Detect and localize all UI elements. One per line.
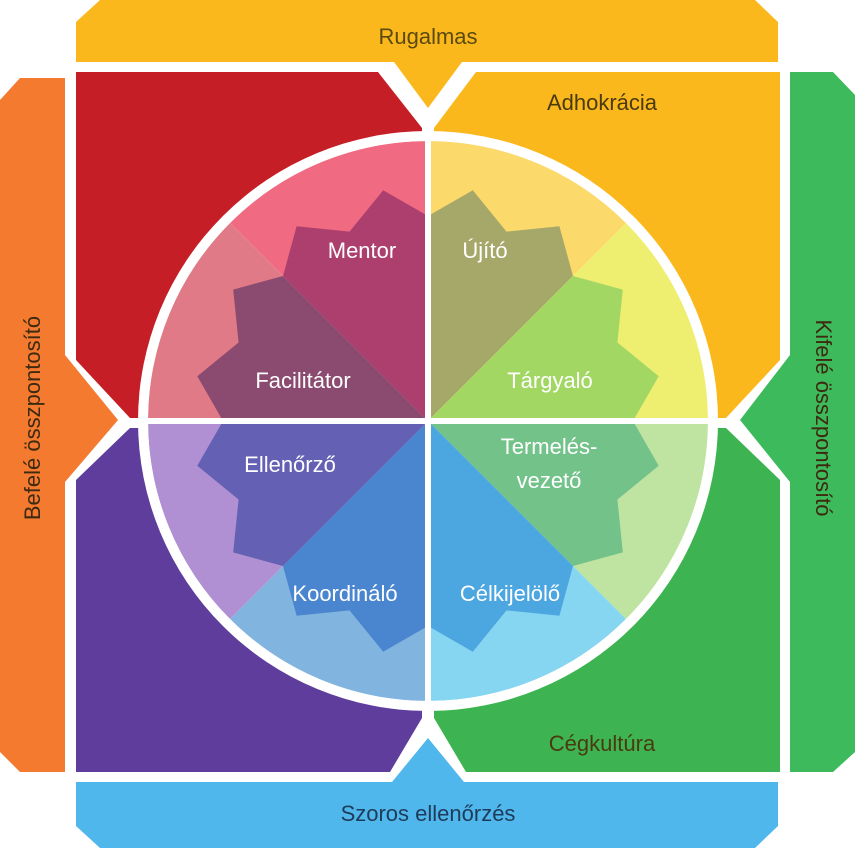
sector-mentor <box>283 190 428 421</box>
role-broker-label: Tárgyaló <box>507 368 593 393</box>
quadrant-bottom-right-label: Cégkultúra <box>549 731 656 756</box>
role-producer-label-line1: Termelés- <box>501 434 598 459</box>
sector-facilitator <box>197 276 428 421</box>
wheel-separators <box>138 131 718 711</box>
role-producer-label-line2: vezető <box>517 468 582 493</box>
sector-innovator <box>428 190 573 421</box>
wheel-rim <box>140 133 716 709</box>
sector-monitor <box>197 421 428 566</box>
role-director-label: Célkijelölő <box>460 581 560 606</box>
sector-broker <box>428 276 659 421</box>
role-monitor-label: Ellenőrző <box>244 452 336 477</box>
right-band <box>740 72 855 772</box>
role-coordinator-label: Koordináló <box>292 581 397 606</box>
quadrant-top-right-label: Adhokrácia <box>547 90 658 115</box>
role-facilitator-label: Facilitátor <box>255 368 350 393</box>
top-band <box>76 0 778 108</box>
bottom-band <box>76 738 778 848</box>
left-band-label: Befelé összpontosító <box>20 316 45 520</box>
role-mentor-label: Mentor <box>328 238 396 263</box>
sector-producer <box>428 421 659 566</box>
role-innovator-label: Újító <box>462 238 507 263</box>
sector-director <box>428 421 573 652</box>
sector-coordinator <box>283 421 428 652</box>
role-wheel <box>147 141 708 701</box>
right-band-label: Kifelé összpontosító <box>811 320 836 517</box>
top-band-label: Rugalmas <box>378 24 477 49</box>
bottom-band-label: Szoros ellenőrzés <box>341 801 516 826</box>
left-band <box>0 78 118 772</box>
